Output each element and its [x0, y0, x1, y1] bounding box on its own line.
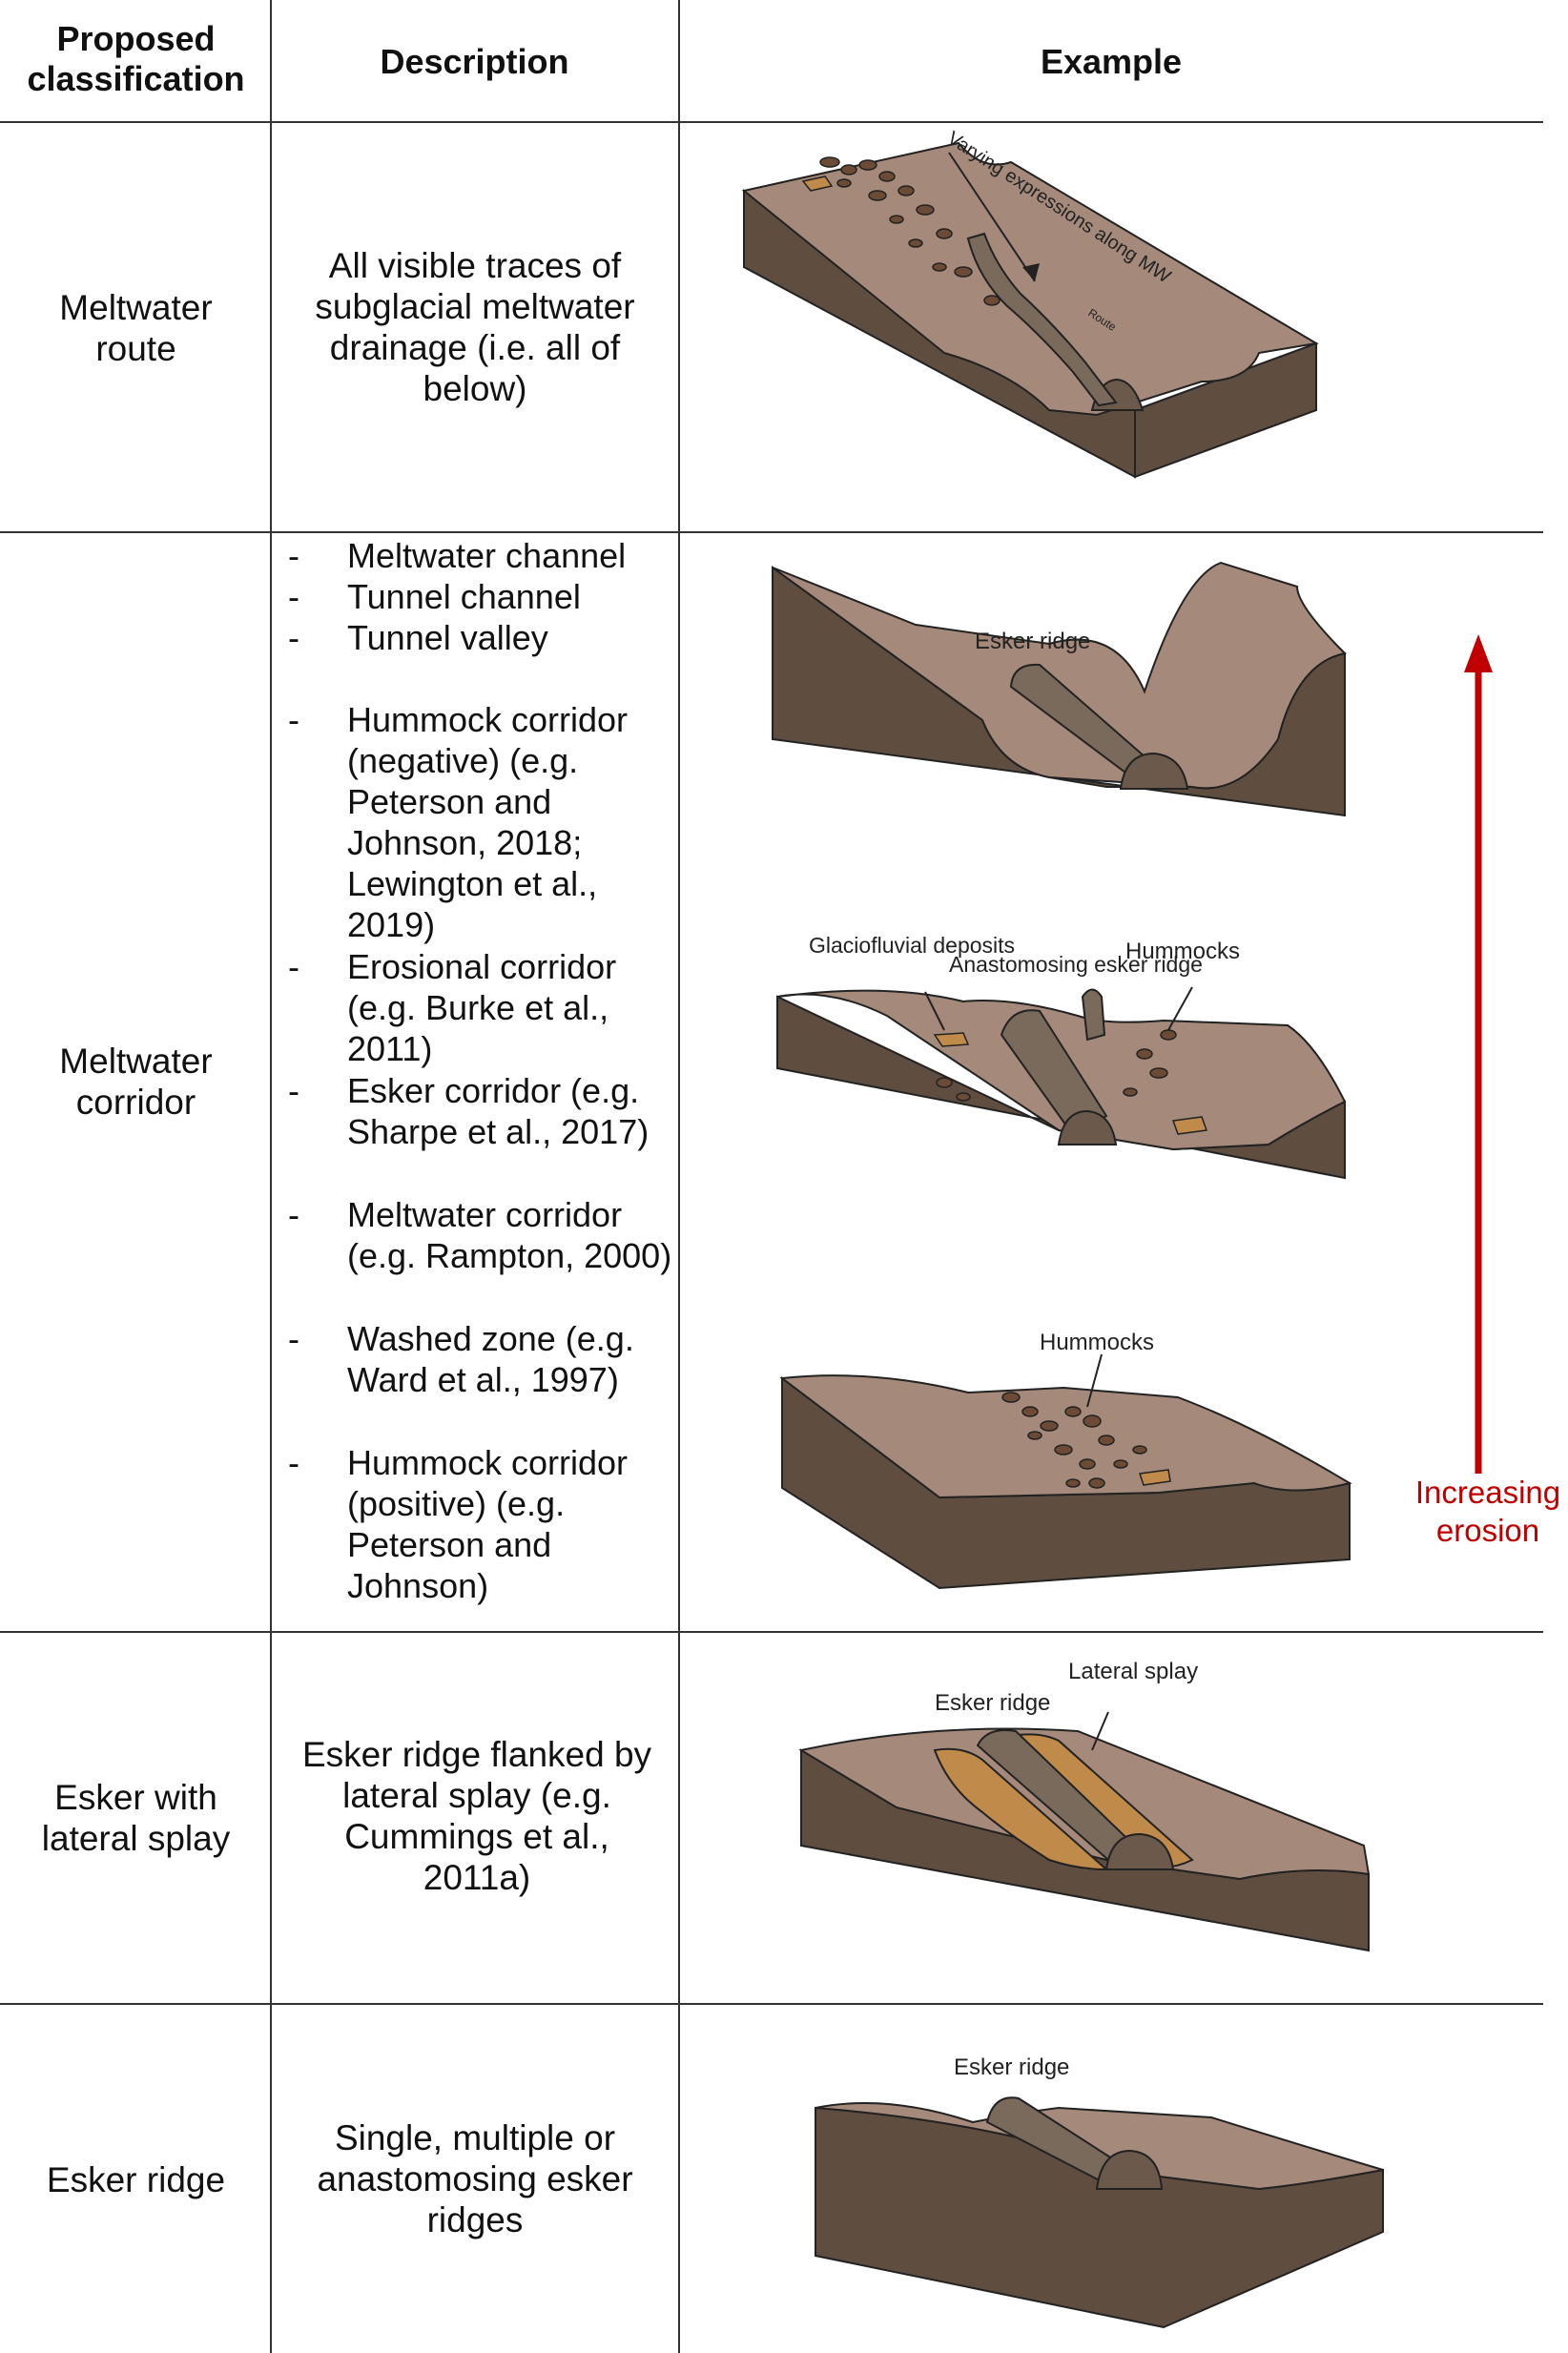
block-side-right — [1134, 341, 1317, 479]
hummock-cluster — [936, 1029, 1177, 1102]
increasing-erosion-label: Increasing erosion — [1414, 1475, 1561, 1548]
header-description: Description — [380, 42, 569, 81]
esker-ridge-label: Esker ridge — [975, 629, 1090, 654]
increasing-erosion-arrow — [1464, 634, 1493, 1474]
hummocks-pointer — [1086, 1353, 1103, 1408]
esker-end — [1104, 1832, 1175, 1870]
esker-branch — [1081, 988, 1106, 1042]
esker-ridge-label: Esker ridge — [954, 2054, 1069, 2080]
meltwater-route-illustration: Varying expressions along MW Route — [741, 128, 1319, 479]
col-divider-1 — [270, 0, 272, 2353]
block-top-surface — [779, 1374, 1352, 1499]
hummock-corridor-illustration: Hummocks — [779, 1330, 1352, 1590]
hummocks-label: Hummocks — [1040, 1330, 1154, 1355]
glaciofluvial-pointer — [924, 991, 945, 1031]
lateral-splay-pointer — [1091, 1711, 1109, 1751]
esker-ridge-illustration: Esker ridge — [815, 2054, 1384, 2329]
row-divider-2 — [0, 1631, 1543, 1633]
header-divider — [0, 121, 1543, 123]
row3-description: Esker ridge flanked by lateral splay (e.… — [301, 1735, 652, 1897]
hummocks-pointer — [1167, 986, 1193, 1031]
route-arrow-head — [1022, 263, 1040, 281]
glaciofluvial-deposit — [933, 1032, 970, 1047]
hummock-cluster — [819, 156, 1001, 306]
row3-classification: Esker with lateral splay — [41, 1778, 231, 1858]
col-divider-2 — [678, 0, 680, 2353]
row-divider-1 — [0, 531, 1543, 533]
row1-description: All visible traces of subglacial meltwat… — [315, 246, 635, 408]
route-arrow-line — [948, 152, 1036, 282]
hummock-cluster — [1001, 1392, 1147, 1489]
esker-lateral-splay-illustration: Esker ridge Lateral splay — [798, 1659, 1371, 1952]
deposit-patch — [801, 175, 834, 192]
lateral-splay-left — [933, 1747, 1109, 1871]
esker-ridge — [1000, 1009, 1108, 1137]
glaciofluvial-label: Glaciofluvial deposits — [809, 933, 1015, 958]
deposit-patch — [1139, 1469, 1171, 1486]
esker-end — [1119, 752, 1189, 790]
esker-end — [1095, 2149, 1164, 2190]
block-top-surface — [741, 141, 1319, 417]
esker-end — [1057, 1109, 1118, 1146]
header-classification: Proposed classification — [27, 19, 245, 98]
block-top-surface — [772, 561, 1348, 790]
anastomosing-label: Anastomosing esker ridge — [949, 952, 1203, 977]
row1-classification: Meltwater route — [59, 288, 213, 368]
erosional-corridor-illustration: Glaciofluvial deposits Anastomosing eske… — [776, 933, 1347, 1180]
tunnel-valley-illustration: Esker ridge — [772, 561, 1348, 817]
row2-classification: Meltwater corridor — [59, 1042, 213, 1122]
esker-segment — [966, 232, 1118, 407]
row-divider-3 — [0, 2003, 1543, 2005]
lateral-splay-label: Lateral splay — [1068, 1659, 1198, 1684]
row4-description: Single, multiple or anastomosing esker r… — [317, 2117, 633, 2239]
header-example: Example — [1040, 42, 1183, 81]
row4-classification: Esker ridge — [46, 2159, 226, 2199]
glaciofluvial-deposit — [1171, 1116, 1208, 1135]
esker-ridge-label: Esker ridge — [935, 1690, 1050, 1716]
hummocks-label: Hummocks — [1125, 939, 1240, 964]
